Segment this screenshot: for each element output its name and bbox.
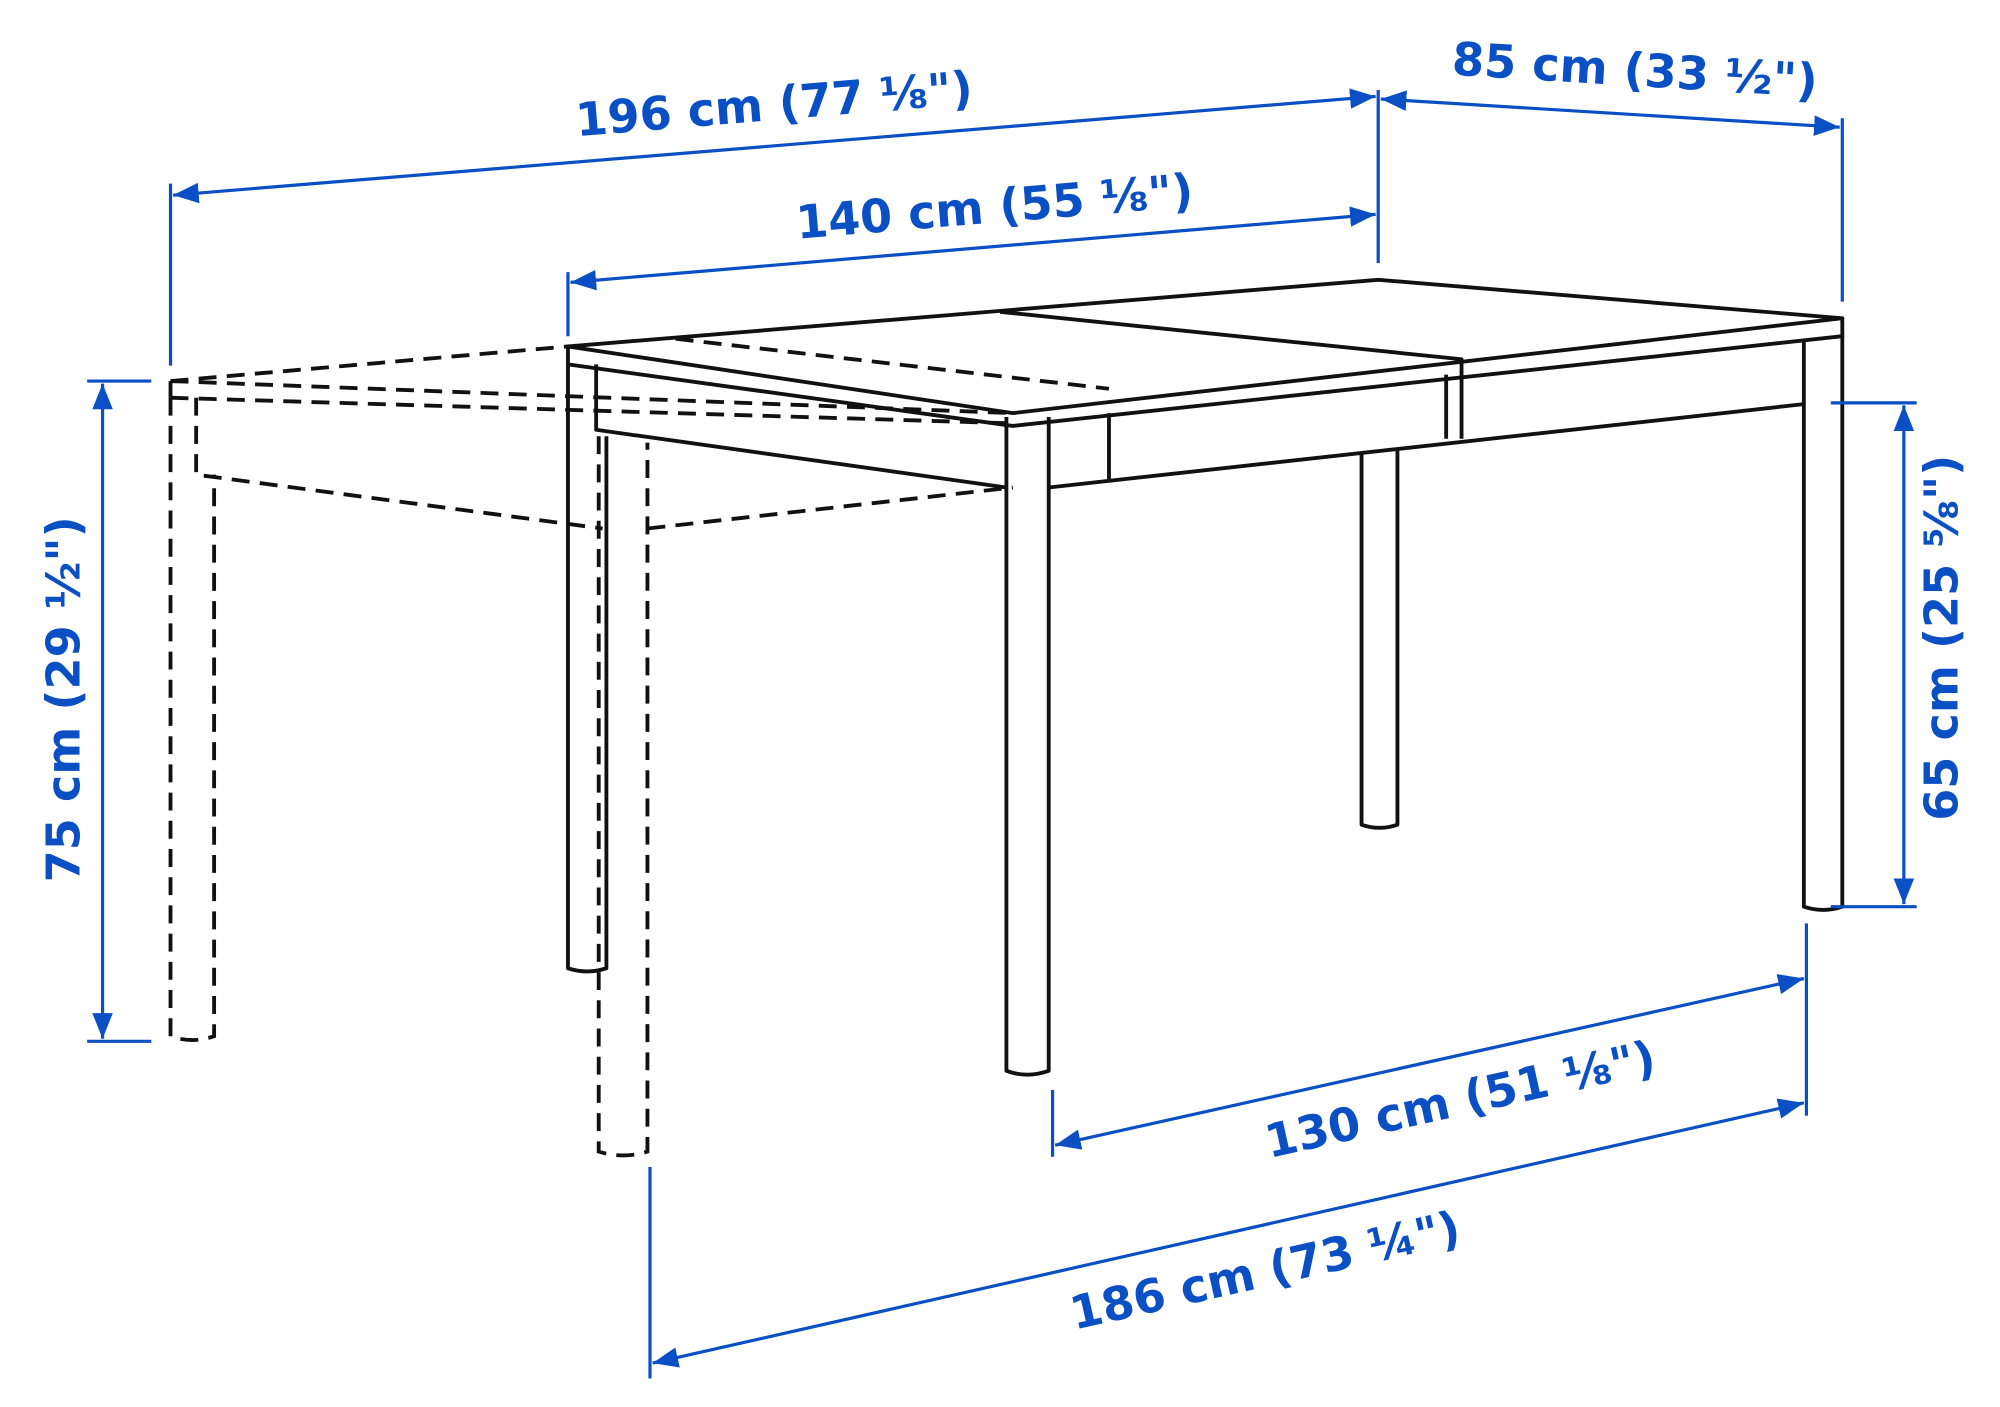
label-length: 140 cm (55 ⅛"): [794, 163, 1195, 249]
label-depth: 85 cm (33 ½"): [1451, 32, 1820, 108]
tabletop-edge: [566, 318, 1845, 428]
extension-leg-left: [168, 397, 217, 1042]
leg-back-right: [1359, 449, 1400, 830]
tabletop-joint: [999, 309, 1464, 439]
leg-front-right: [1801, 336, 1845, 912]
label-height: 75 cm (29 ½"): [36, 516, 90, 882]
label-extended-leg-span: 186 cm (73 ¼"): [1065, 1200, 1465, 1340]
table-drawing: [168, 277, 1845, 1158]
leg-back-left: [566, 364, 609, 974]
extension-apron: [194, 397, 1014, 531]
dimension-lines: [87, 88, 1917, 1379]
extension-top: [168, 336, 1110, 426]
tabletop: [566, 277, 1845, 416]
extension-leg-right: [596, 436, 650, 1158]
leg-front-left: [1004, 416, 1051, 1077]
label-knee-clearance: 65 cm (25 ⅝"): [1915, 455, 1969, 821]
apron: [594, 364, 1805, 490]
